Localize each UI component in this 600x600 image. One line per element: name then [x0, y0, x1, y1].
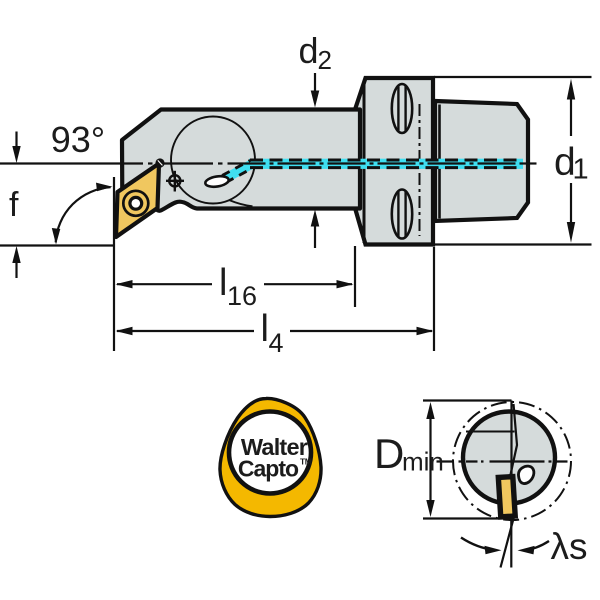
svg-text:d: d	[554, 141, 576, 184]
svg-text:l: l	[219, 262, 227, 304]
svg-text:Walter: Walter	[241, 434, 308, 460]
svg-text:TM: TM	[300, 457, 312, 467]
svg-text:Capto: Capto	[238, 456, 299, 482]
svg-text:l: l	[261, 308, 269, 350]
svg-text:d: d	[299, 30, 319, 71]
svg-text:λs: λs	[551, 526, 588, 567]
svg-text:min: min	[402, 447, 444, 477]
svg-text:1: 1	[573, 154, 589, 186]
svg-text:f: f	[9, 186, 19, 224]
svg-text:D: D	[374, 430, 404, 477]
svg-text:2: 2	[318, 45, 332, 75]
svg-text:4: 4	[269, 328, 284, 358]
svg-text:16: 16	[227, 281, 257, 311]
svg-text:93°: 93°	[51, 119, 105, 160]
